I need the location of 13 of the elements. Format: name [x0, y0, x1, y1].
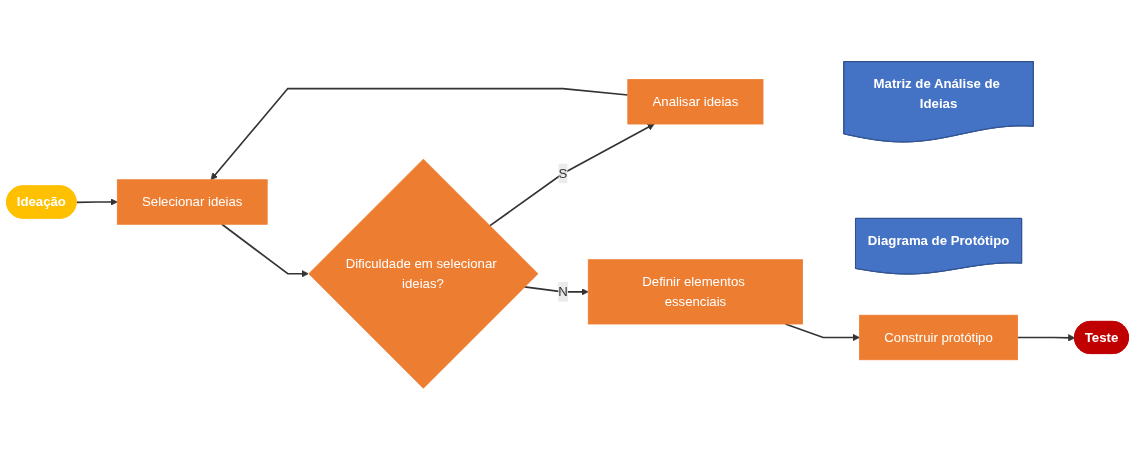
arrow [1016, 334, 1076, 342]
arrow [488, 123, 655, 227]
node-box: Selecionar ideias [116, 179, 268, 225]
edge-label: S [558, 166, 568, 181]
node-diamond: Dificuldade em selecionar ideias? [308, 158, 539, 389]
arrow [210, 87, 629, 181]
arrow [523, 286, 589, 296]
node-box: Definir elementos essenciais [587, 259, 803, 325]
arrow [75, 198, 118, 206]
arrow [221, 223, 309, 278]
edge-label: N [558, 284, 568, 299]
node-box: Construir protótipo [859, 314, 1018, 361]
node-box: Analisar ideias [627, 79, 764, 125]
